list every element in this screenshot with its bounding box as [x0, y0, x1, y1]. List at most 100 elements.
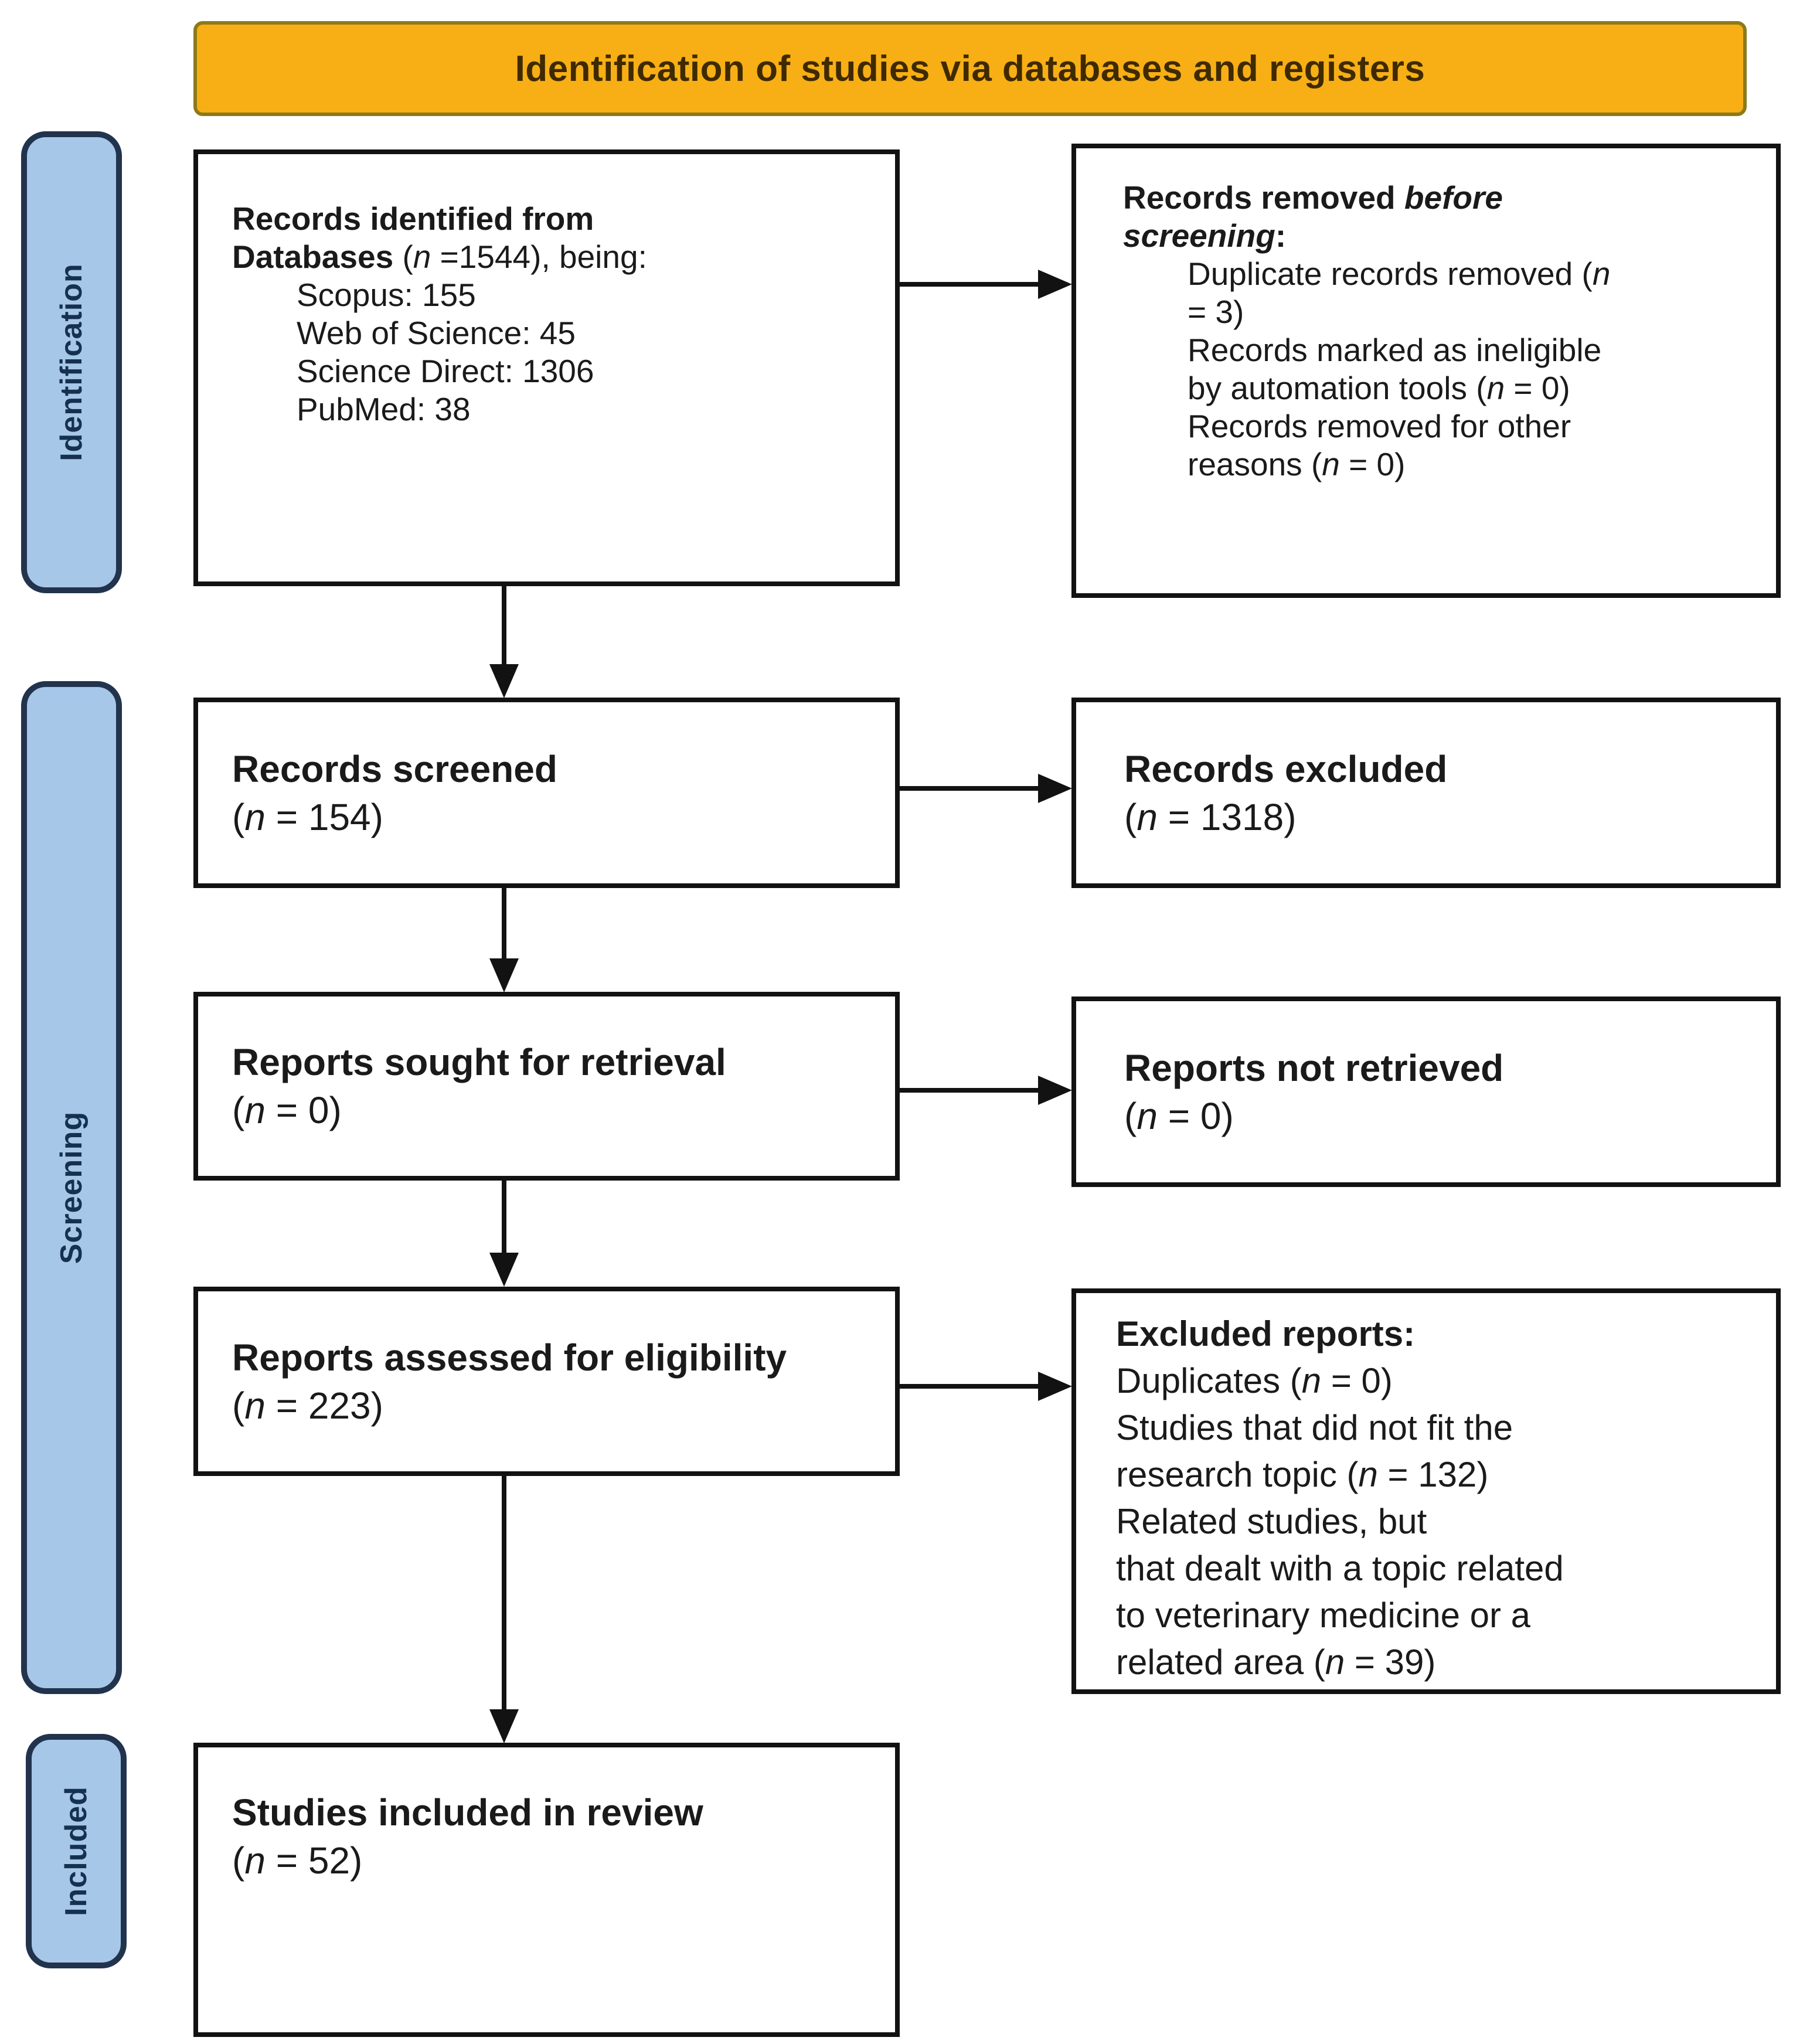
text-line: Reports assessed for eligibility — [232, 1334, 895, 1382]
arrow-sought-to-assessed-head-icon — [489, 1253, 519, 1287]
text-run: = 3) — [1188, 294, 1244, 330]
text-run: Databases — [232, 239, 403, 275]
phase-label-screening: Screening — [21, 681, 122, 1694]
text-run: ( — [232, 1384, 245, 1427]
text-run: reasons ( — [1188, 446, 1322, 482]
box-studies-included: Studies included in review(n = 52) — [193, 1743, 900, 2037]
box-reports-sought: Reports sought for retrieval(n = 0) — [193, 992, 900, 1181]
text-line: Records removed for other — [1188, 407, 1764, 445]
text-line: Duplicate records removed (n — [1188, 255, 1764, 293]
text-run: = 0) — [1157, 1094, 1234, 1137]
text-run: Science Direct: 1306 — [297, 353, 594, 389]
text-run: screening — [1123, 217, 1275, 254]
text-line: Records removed before — [1123, 179, 1764, 217]
phase-label-screening-text: Screening — [55, 1111, 89, 1264]
text-line: that dealt with a topic related — [1116, 1545, 1764, 1592]
text-run: Studies included in review — [232, 1791, 703, 1834]
text-run: = 0) — [1321, 1361, 1393, 1400]
text-run: Reports assessed for eligibility — [232, 1336, 787, 1379]
arrow-identified-to-removed-head-icon — [1038, 270, 1072, 299]
text-run: ( — [1124, 795, 1137, 838]
text-line: Scopus: 155 — [297, 276, 883, 314]
text-line: (n = 52) — [232, 1836, 883, 1885]
arrow-screened-to-excluded-head-icon — [1038, 774, 1072, 803]
text-run: ( — [1124, 1094, 1137, 1137]
text-run: research topic ( — [1116, 1455, 1359, 1494]
text-line: (n = 1318) — [1124, 793, 1776, 841]
phase-label-identification-text: Identification — [55, 263, 89, 461]
text-run: = 0) — [265, 1089, 342, 1131]
text-run: =1544), being: — [431, 239, 647, 275]
arrow-identified-to-screened-line — [502, 586, 506, 665]
arrow-identified-to-removed-line — [900, 282, 1039, 287]
text-run: related area ( — [1116, 1642, 1325, 1682]
text-run: Records excluded — [1124, 747, 1448, 790]
text-run: Records screened — [232, 747, 557, 790]
text-run: n — [1592, 256, 1611, 292]
text-run: = 132) — [1377, 1455, 1489, 1494]
text-line: Reports not retrieved — [1124, 1044, 1776, 1092]
text-run: = 223) — [265, 1384, 383, 1427]
box-records-screened: Records screened(n = 154) — [193, 698, 900, 888]
text-run: n — [413, 239, 431, 275]
text-line: Related studies, but — [1116, 1498, 1764, 1545]
text-line: = 3) — [1188, 293, 1764, 331]
text-run: Related studies, but — [1116, 1502, 1427, 1541]
text-run: Excluded reports: — [1116, 1314, 1416, 1353]
text-run: before — [1404, 179, 1503, 216]
text-line: Records screened — [232, 745, 895, 793]
arrow-assessed-to-included-line — [502, 1476, 506, 1710]
text-run: n — [1301, 1361, 1322, 1400]
banner-title: Identification of studies via databases … — [515, 48, 1425, 89]
text-run: n — [1137, 1094, 1158, 1137]
text-line: related area (n = 39) — [1116, 1639, 1764, 1686]
text-line: (n = 223) — [232, 1382, 895, 1430]
arrow-screened-to-excluded-line — [900, 786, 1039, 791]
text-run: = 52) — [265, 1839, 363, 1882]
text-run: that dealt with a topic related — [1116, 1549, 1564, 1588]
text-run: PubMed: 38 — [297, 391, 471, 427]
text-run: = 154) — [265, 795, 383, 838]
box-reports-assessed: Reports assessed for eligibility(n = 223… — [193, 1287, 900, 1476]
text-line: Reports sought for retrieval — [232, 1038, 895, 1086]
text-run: Studies that did not fit the — [1116, 1408, 1513, 1447]
text-line: Databases (n =1544), being: — [232, 238, 883, 276]
text-line: Studies included in review — [232, 1788, 883, 1836]
arrow-assessed-to-excludedreports-line — [900, 1384, 1039, 1389]
text-run: : — [1275, 217, 1287, 254]
banner: Identification of studies via databases … — [193, 21, 1747, 116]
arrow-identified-to-screened-head-icon — [489, 664, 519, 698]
text-line: (n = 154) — [232, 793, 895, 841]
text-line: Records marked as ineligible — [1188, 331, 1764, 369]
text-run: Duplicate records removed ( — [1188, 256, 1593, 292]
text-line: Records identified from — [232, 200, 883, 238]
text-line: reasons (n = 0) — [1188, 445, 1764, 484]
text-run: Records identified from — [232, 200, 594, 237]
text-run: n — [244, 1089, 266, 1131]
text-run: ( — [402, 239, 413, 275]
text-run: = 39) — [1345, 1642, 1436, 1682]
text-line: to veterinary medicine or a — [1116, 1592, 1764, 1639]
text-line: Excluded reports: — [1116, 1311, 1764, 1358]
text-run: n — [244, 1384, 266, 1427]
arrow-screened-to-sought-head-icon — [489, 958, 519, 992]
text-line: (n = 0) — [232, 1086, 895, 1134]
text-run: Scopus: 155 — [297, 277, 476, 313]
text-line: Web of Science: 45 — [297, 314, 883, 352]
arrow-sought-to-notretrieved-head-icon — [1038, 1076, 1072, 1105]
phase-label-included: Included — [26, 1734, 127, 1968]
text-line: Science Direct: 1306 — [297, 352, 883, 390]
text-run: = 0) — [1339, 446, 1406, 482]
arrow-sought-to-notretrieved-line — [900, 1088, 1039, 1093]
arrow-screened-to-sought-line — [502, 888, 506, 960]
phase-label-identification: Identification — [21, 131, 122, 593]
text-line: research topic (n = 132) — [1116, 1451, 1764, 1498]
text-run: n — [1137, 795, 1158, 838]
text-run: Records marked as ineligible — [1188, 332, 1602, 368]
text-run: ( — [232, 1089, 245, 1131]
text-run: = 0) — [1505, 370, 1570, 406]
text-run: n — [244, 795, 266, 838]
text-line: PubMed: 38 — [297, 390, 883, 428]
text-run: n — [244, 1839, 266, 1882]
